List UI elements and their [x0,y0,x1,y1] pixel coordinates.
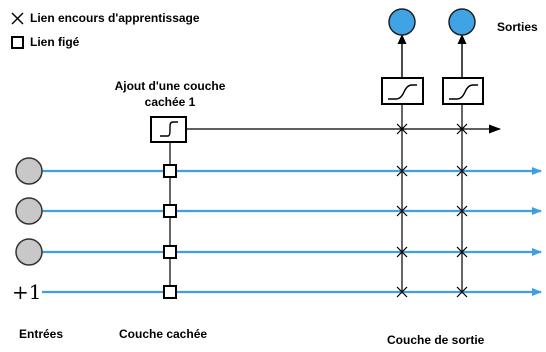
bias-node-label: +1 [12,280,42,304]
output-layer-label: Couche de sortie [387,333,485,347]
add-hidden-unit-label-line1: Ajout d'une couche [114,79,226,93]
add-hidden-unit-label-line2: cachée 1 [144,95,196,109]
output-node-2 [448,8,476,36]
frozen-link-square [163,245,177,259]
outputs-label: Sorties [497,20,538,34]
frozen-link-square [163,285,177,299]
output-unit-2 [442,77,484,105]
frozen-link-square [163,204,177,218]
frozen-link-square [163,164,177,178]
inputs-label: Entrées [19,327,64,341]
output-unit-1 [381,77,424,105]
legend-frozen-link-label: Lien figé [30,35,80,49]
training-link-cross [396,123,408,298]
hidden-layer-label: Couche cachée [119,327,208,341]
training-link-cross [456,123,468,298]
input-node-1 [15,157,43,185]
input-node-3 [15,238,43,266]
output-node-1 [388,8,416,36]
training-link-legend-icon [11,12,24,25]
frozen-link-legend-icon [11,36,24,49]
hidden-unit [150,116,187,143]
legend-training-link-label: Lien encours d'apprentissage [30,11,200,25]
input-node-2 [15,197,43,225]
